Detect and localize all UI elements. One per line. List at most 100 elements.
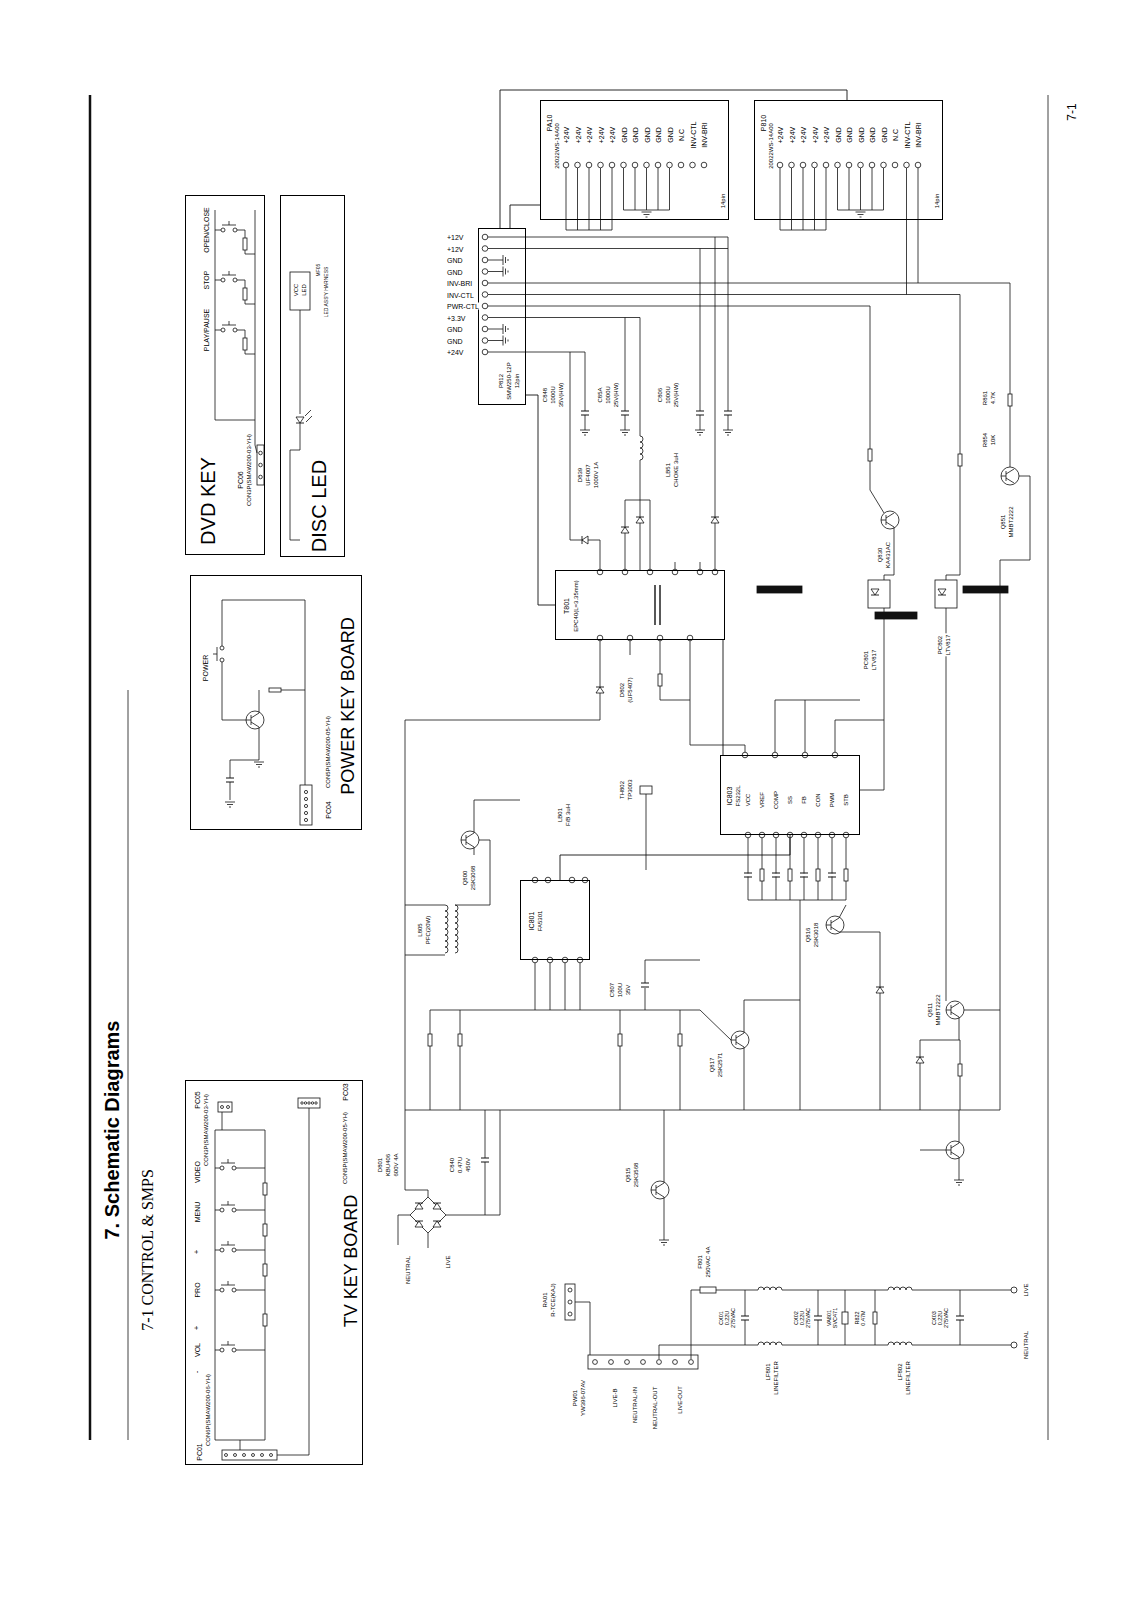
wire [566,230,612,231]
part-label: CON5P(SMAW200-05-YH) [325,715,331,789]
pin-circle [220,1348,224,1352]
pin-label: CON [815,792,821,807]
diode-body [938,589,946,595]
wire [455,905,490,906]
coil-symbol [758,1287,782,1290]
pin-circle [843,832,849,838]
pin-label: SS [787,795,793,805]
wire [775,700,860,701]
capacitor-symbol [814,1316,822,1320]
wire [870,490,884,513]
part-label: MF05 [316,263,321,278]
ground-bar [503,324,504,334]
pin-label: INV-BRI [915,121,922,148]
diode-body [296,417,304,423]
diode-body [871,589,879,595]
ground-symbol [503,267,508,277]
capacitor-plate [956,1316,964,1317]
wire-connector [510,205,540,228]
pin-circle [655,162,661,168]
wire [620,1010,621,1034]
capacitor-plate [744,877,752,878]
diode-bar [711,517,719,518]
ground-bar [229,807,231,808]
wire [488,294,960,295]
wire [305,600,306,785]
part-label: Q830 [877,547,883,564]
capacitor-gap [814,1317,822,1320]
node-title: POWER KEY BOARD [339,616,357,796]
part-label: CON3P(SMAW200-03-YH) [203,1093,209,1167]
wire [245,280,246,288]
transistor-lead [886,513,894,518]
wire [405,1110,1000,1111]
wire-connector [526,395,555,605]
resistor-symbol [868,449,872,461]
pin-circle [800,162,806,168]
transistor-lead [1006,469,1014,474]
wire [875,1290,876,1312]
wire [690,745,745,746]
diode-body [415,1221,423,1227]
wire [920,1040,921,1110]
transistor-lead [656,1192,664,1197]
wire [300,310,301,414]
part-label: LF802 [897,1362,903,1381]
part-label: 450V [465,1157,471,1173]
pin-circle [547,957,553,963]
wire [800,900,801,1110]
wire [474,847,475,855]
wire [488,283,1010,284]
capacitor-plate [741,1316,749,1317]
wire [959,1110,960,1143]
diode-bar [582,536,583,544]
pin-circle [220,1288,224,1292]
capacitor-gap [641,984,649,987]
pin-label: COMP [773,790,779,810]
wire [245,230,246,238]
part-label: CON6P(SMAW200-06-YH) [205,1373,211,1447]
wire [1030,476,1031,560]
wire [872,168,873,210]
capacitor-symbol [956,1316,964,1320]
part-label: L805 [417,922,423,937]
part-label: 1000U [550,385,556,405]
pin-circle [568,1300,572,1304]
part-label: 2SK3568 [633,1162,639,1189]
part-label: KA431AC [885,541,891,569]
pin-circle [259,451,263,455]
transistor-lead [946,1150,951,1151]
part-label: Q800 [462,870,468,887]
part-label: CON5P(SMAW200-05-YH) [342,1111,348,1185]
pin-circle [221,328,225,332]
part-label: F/B 3uH [565,803,571,827]
ground-symbol [642,212,652,217]
wire [430,1010,700,1011]
wire [680,1046,681,1110]
resistor-symbol [428,1034,432,1046]
pin-circle [632,162,638,168]
pin-circle [304,811,307,814]
part-label: NEUTRAL-OUT [652,1386,658,1431]
wire [430,1046,431,1110]
wire [305,410,311,416]
wire [845,1324,846,1345]
transistor-lead [656,1183,664,1188]
wire [946,608,947,1001]
connector-outline [298,1098,320,1108]
transistor-body [246,711,264,729]
part-label: LIVE [1023,1282,1029,1297]
wire [290,450,300,451]
wire [215,330,221,331]
pin-circle [311,1102,313,1104]
resistor-symbol [658,674,662,686]
wire [612,168,613,230]
diode-symbol [938,589,946,595]
diode-bar [415,1203,423,1204]
pin-circle [482,246,488,252]
capacitor-gap [744,874,752,877]
wire [230,760,231,778]
wire [960,295,961,455]
resistor-symbol [269,688,281,692]
